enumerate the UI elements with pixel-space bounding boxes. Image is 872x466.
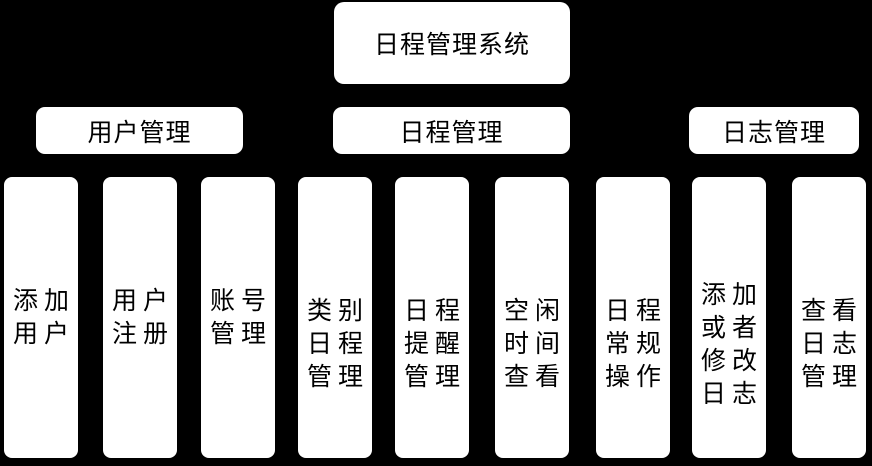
leaf-node-label: 账号 管理 — [209, 287, 272, 348]
leaf-node-user-registration: 用户 注册 — [103, 177, 177, 458]
leaf-node-label: 空闲 时间 查看 — [503, 298, 566, 391]
leaf-node-view-log-management: 查看 日志 管理 — [792, 177, 866, 458]
leaf-node-free-time-view: 空闲 时间 查看 — [495, 177, 569, 458]
leaf-node-label: 添加 用户 — [12, 287, 75, 348]
branch-node-log-management: 日志管理 — [689, 107, 859, 154]
leaf-node-schedule-reminder-management: 日程 提醒 管理 — [395, 177, 469, 458]
leaf-node-label: 用户 注册 — [111, 287, 174, 348]
branch-node-user-management: 用户管理 — [36, 107, 243, 154]
leaf-node-label: 类别 日程 管理 — [306, 298, 369, 391]
branch-node-label: 用户管理 — [87, 119, 192, 147]
leaf-node-schedule-routine-operations: 日程 常规 操作 — [596, 177, 670, 458]
branch-node-label: 日程管理 — [399, 119, 504, 147]
branch-node-schedule-management: 日程管理 — [333, 107, 570, 154]
leaf-node-label: 添加 或者 修改 日志 — [700, 281, 763, 408]
leaf-node-label: 查看 日志 管理 — [800, 298, 863, 391]
leaf-node-category-schedule-management: 类别 日程 管理 — [298, 177, 372, 458]
leaf-node-label: 日程 提醒 管理 — [403, 298, 466, 391]
root-node-schedule-management-system: 日程管理系统 — [334, 2, 570, 84]
root-node-label: 日程管理系统 — [373, 32, 530, 59]
leaf-node-label: 日程 常规 操作 — [604, 298, 667, 391]
leaf-node-add-user: 添加 用户 — [4, 177, 78, 458]
leaf-node-account-management: 账号 管理 — [201, 177, 275, 458]
branch-node-label: 日志管理 — [721, 119, 826, 147]
leaf-node-add-or-modify-log: 添加 或者 修改 日志 — [692, 177, 766, 458]
